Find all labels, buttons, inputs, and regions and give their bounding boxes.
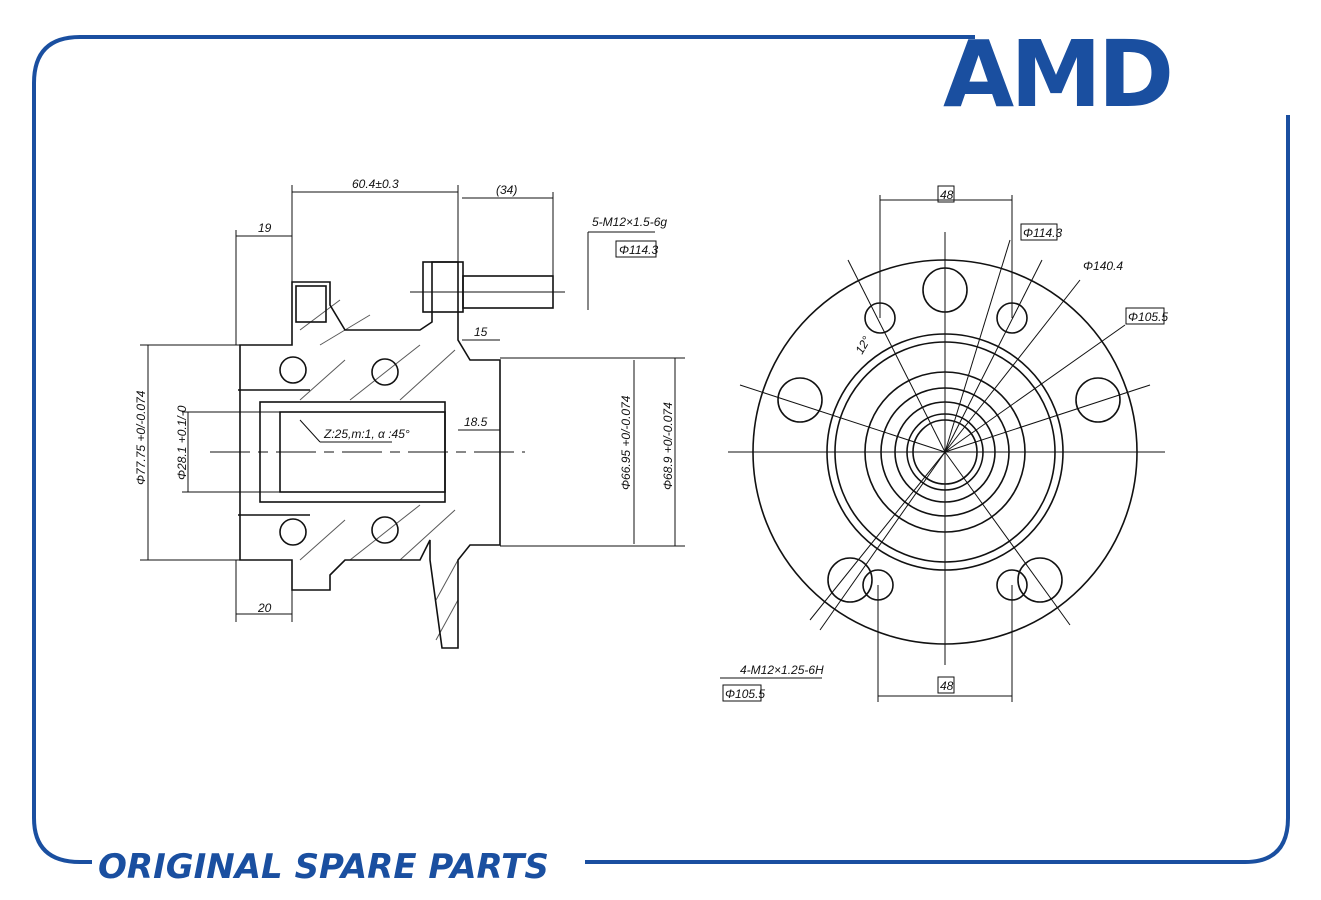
dim-angle: 12°	[852, 334, 873, 357]
dim-mount-thread: 4-M12×1.25-6H	[740, 663, 824, 677]
dim-stud-length: (34)	[496, 183, 517, 197]
dim-spline-spec: Z:25,m:1, α :45°	[323, 427, 410, 441]
dim-pilot-diameter-2: Φ68.9 +0/-0.074	[661, 402, 675, 490]
dim-flange-diameter: Φ140.4	[1083, 259, 1123, 273]
dim-seal-offset: 19	[258, 221, 272, 235]
dim-top-span: 48	[940, 188, 954, 202]
dim-stud-thread: 5-M12×1.5-6g	[592, 215, 667, 229]
dim-bottom-span: 48	[940, 679, 954, 693]
amd-logo: AMD	[943, 21, 1170, 128]
dim-base-width: 20	[257, 601, 272, 615]
frame-border	[32, 35, 1290, 864]
dim-pcd-stud: Φ114.3	[1023, 226, 1063, 240]
dim-outer-diameter: Φ77.75 +0/-0.074	[134, 390, 148, 485]
dim-pcd-mount: Φ105.5	[1128, 310, 1168, 324]
dim-bore-diameter: Φ28.1 +0.1/-0	[175, 405, 189, 480]
dim-pilot-depth: 18.5	[464, 415, 488, 429]
dim-flange-width: 60.4±0.3	[352, 177, 399, 191]
footer-tagline: ORIGINAL SPARE PARTS	[98, 847, 549, 887]
dim-stud-pcd: Φ114.3	[619, 243, 659, 257]
dim-pilot-length: 15	[474, 325, 488, 339]
side-view	[140, 185, 685, 649]
front-view	[720, 195, 1165, 702]
dim-pilot-diameter-1: Φ66.95 +0/-0.074	[619, 395, 633, 490]
dim-pcd-mount-bottom: Φ105.5	[725, 687, 765, 701]
